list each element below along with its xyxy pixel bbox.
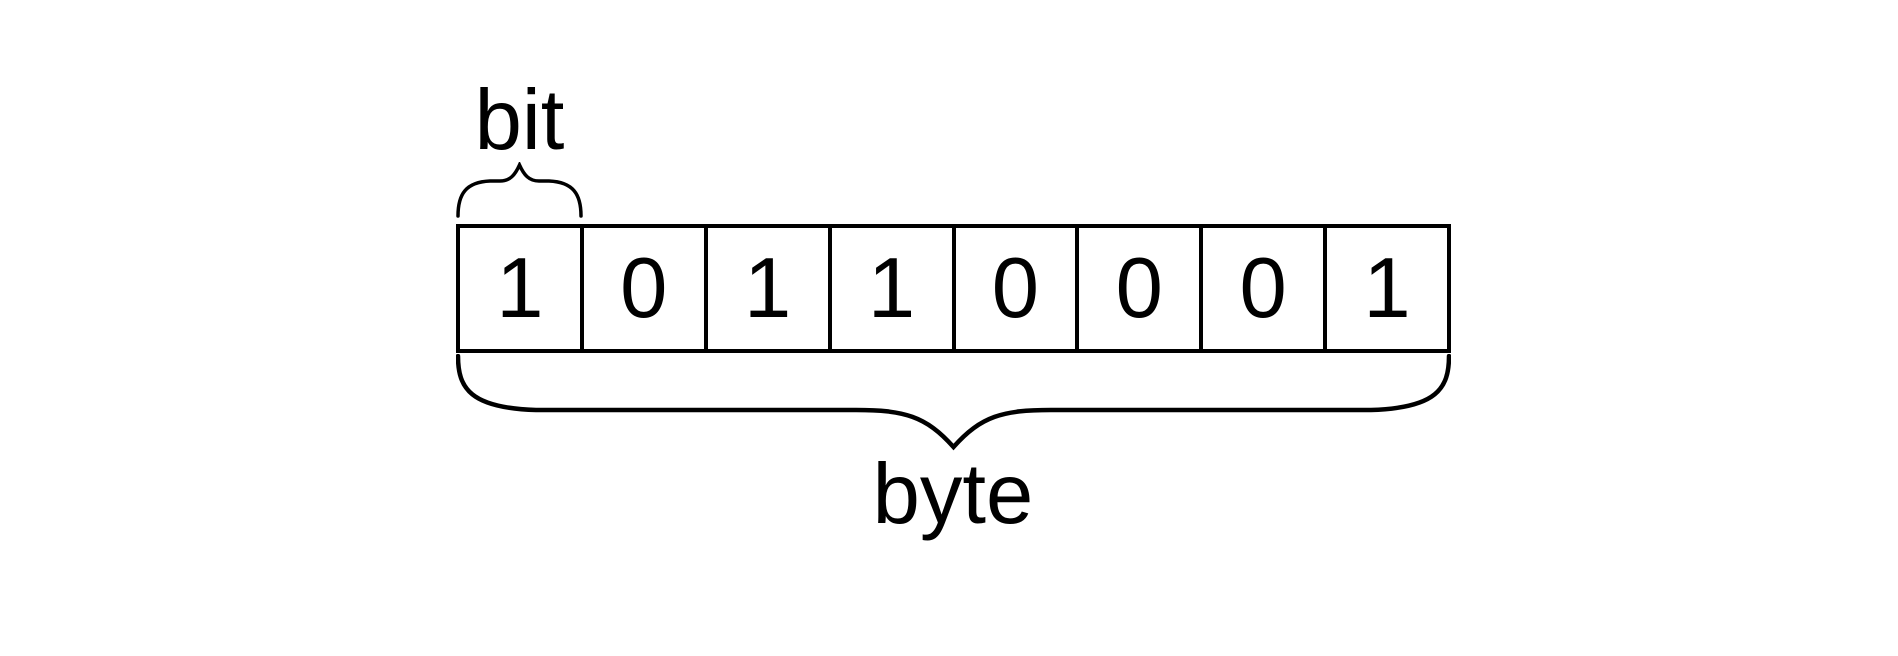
bit-cell: 0 — [584, 228, 708, 349]
bit-cell: 0 — [1079, 228, 1204, 349]
bit-cell: 1 — [460, 228, 584, 349]
bit-label: bit — [474, 73, 565, 168]
bit-cell: 1 — [708, 228, 832, 349]
bit-cell: 1 — [1363, 241, 1411, 336]
bit-cell: 1 — [832, 228, 956, 349]
bit-cell: 0 — [1203, 228, 1328, 349]
byte-brace-icon — [456, 354, 1451, 451]
byte-cells-row: 1 0 1 1 0 0 0 1 — [456, 224, 1451, 353]
bit-cell: 0 — [956, 228, 1080, 349]
byte-label: byte — [872, 447, 1034, 542]
bit-brace-icon — [456, 162, 583, 218]
